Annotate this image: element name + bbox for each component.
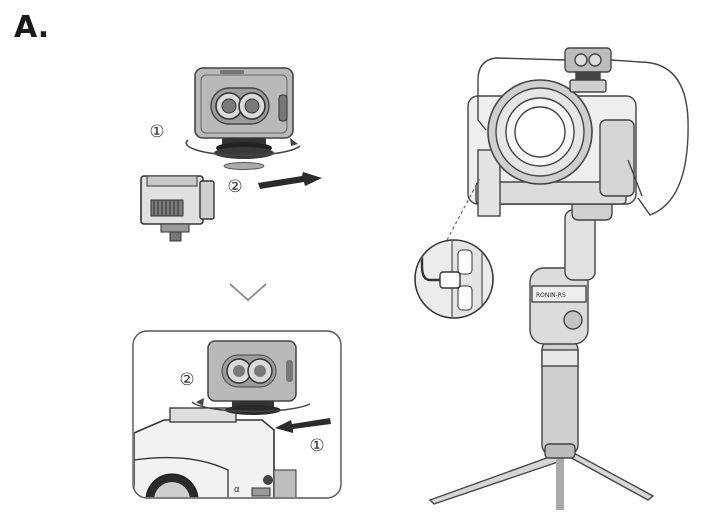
chevron-down-icon [230,284,266,300]
slide-arrow-icon [258,172,322,189]
step-1-top: ① [145,122,169,142]
step-1-bottom: ① [305,436,329,456]
gimbal-brand-label: RONIN-RS [536,292,566,299]
usb-c-cable-icon [415,236,493,326]
mounted-detail-panel: α [133,331,341,526]
step-2-bottom: ② [175,370,199,390]
step-2-top: ② [223,177,247,197]
microphone-receiver-icon [195,68,293,138]
rotating-mount-base [186,138,300,170]
cold-shoe-adapter-icon [141,176,214,241]
svg-text:α: α [234,485,240,495]
